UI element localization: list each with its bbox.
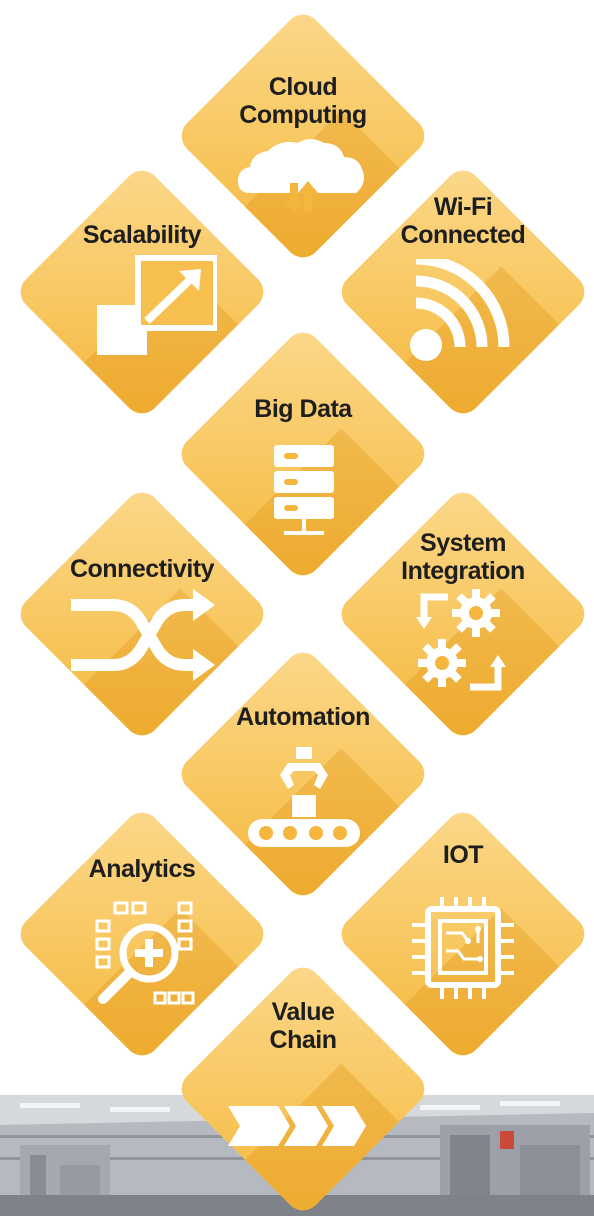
tile-label: Big Data: [254, 395, 352, 423]
tile-label: Automation: [236, 703, 370, 731]
tile-automation: Automation: [174, 645, 432, 903]
chip-icon: [388, 897, 538, 1007]
tile-label: Scalability: [82, 221, 202, 249]
tile-scalability: Scalability: [13, 163, 271, 421]
tile-label: Value Chain: [269, 998, 337, 1054]
tile-analytics: Analytics: [13, 805, 271, 1063]
chevrons-icon: [228, 1106, 378, 1146]
shuffle-icon: [67, 585, 217, 695]
tile-label: Cloud Computing: [239, 73, 367, 129]
tile-connectivity: Connectivity: [13, 485, 271, 743]
robotic-arm-icon: [228, 745, 378, 855]
tile-label: Connectivity: [69, 555, 215, 583]
tile-value-chain: Value Chain: [174, 960, 432, 1218]
tile-big-data: Big Data: [174, 325, 432, 583]
tile-label: IOT: [442, 841, 484, 869]
tile-iot: IOT: [334, 805, 592, 1063]
tile-label: Wi-Fi Connected: [400, 193, 526, 249]
tile-cloud-computing: Cloud Computing: [174, 7, 432, 265]
gears-icon: [388, 589, 538, 699]
tile-wifi-connected: Wi-Fi Connected: [334, 163, 592, 421]
cloud-icon: [228, 135, 378, 245]
tile-label: Analytics: [88, 855, 196, 883]
magnifier-plus-icon: [67, 899, 217, 1009]
server-icon: [228, 443, 378, 553]
expand-icon: [67, 255, 217, 365]
tile-system-integration: System Integration: [334, 485, 592, 743]
tile-label: System Integration: [401, 529, 525, 585]
wifi-icon: [388, 259, 538, 369]
